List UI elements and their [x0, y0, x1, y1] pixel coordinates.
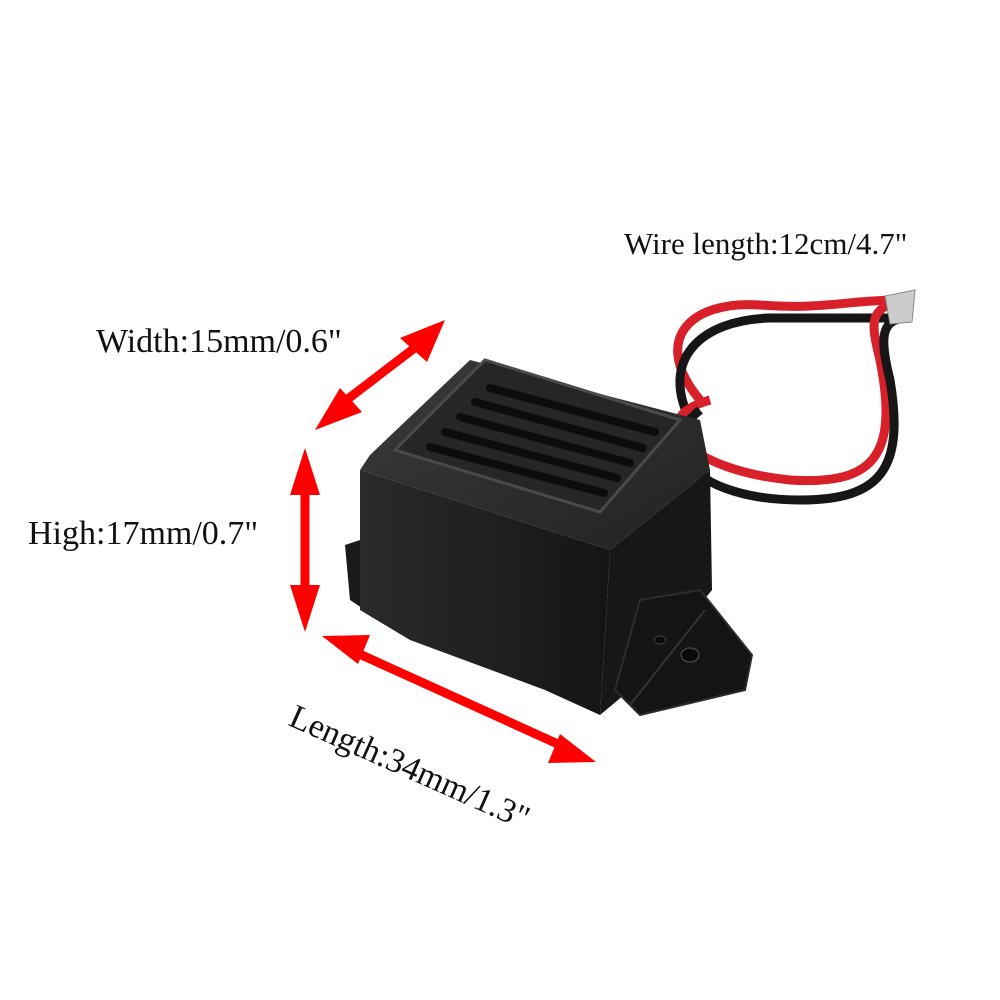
buzzer-body	[345, 358, 754, 717]
height-label: High:17mm/0.7"	[28, 515, 259, 552]
width-label: Width:15mm/0.6"	[96, 323, 342, 360]
height-arrow	[290, 448, 320, 632]
wire-length-label: Wire length:12cm/4.7"	[624, 226, 908, 261]
wires	[672, 289, 916, 505]
length-arrow	[322, 635, 596, 763]
width-arrow	[315, 320, 445, 430]
